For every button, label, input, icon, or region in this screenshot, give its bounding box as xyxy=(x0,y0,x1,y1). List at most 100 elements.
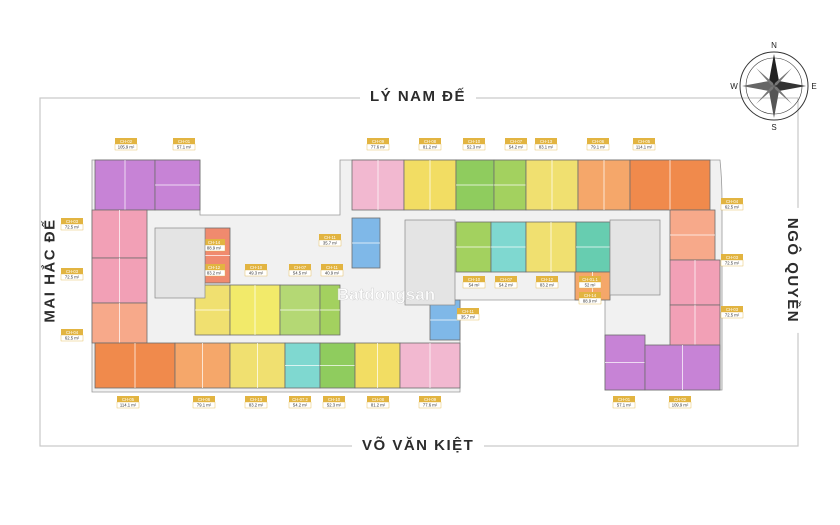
unit-area: 54.2 m² xyxy=(509,145,524,150)
apartment-unit[interactable] xyxy=(91,302,148,344)
apartment-unit[interactable] xyxy=(284,342,321,389)
apartment-unit[interactable] xyxy=(493,159,527,211)
unit-area: 62.5 m² xyxy=(65,336,80,341)
apartment-unit[interactable] xyxy=(94,342,176,389)
unit-code: CH-01 xyxy=(618,397,631,402)
unit-area: 109.9 m² xyxy=(672,403,689,408)
unit-code-badge xyxy=(495,276,517,282)
apartment-unit[interactable] xyxy=(669,209,716,261)
apartment-unit[interactable] xyxy=(174,342,231,389)
unit-code: CH-13 xyxy=(540,139,553,144)
apartment-unit[interactable] xyxy=(319,342,356,389)
apartment-unit[interactable] xyxy=(525,221,577,273)
compass-rose: N S E W xyxy=(730,41,816,132)
apartment-unit[interactable] xyxy=(399,342,461,389)
unit-code: CH-05 xyxy=(122,397,135,402)
unit-area: 52.3 m² xyxy=(327,403,342,408)
unit-code: CH-14 xyxy=(584,293,597,298)
unit-area-badge xyxy=(504,143,528,151)
apartment-unit[interactable] xyxy=(669,259,721,306)
unit-code-badge xyxy=(367,138,389,144)
apartment-unit[interactable] xyxy=(91,209,148,259)
apartment-unit[interactable] xyxy=(351,217,381,269)
unit-area: 81.2 m² xyxy=(371,403,386,408)
unit-code: CH-05 xyxy=(638,139,651,144)
units-layer xyxy=(91,159,721,391)
unit-area-badge xyxy=(612,401,636,409)
compass-w: W xyxy=(730,82,738,91)
unit-code-badge xyxy=(115,138,137,144)
apartment-unit[interactable] xyxy=(577,159,631,211)
core-middle xyxy=(404,219,456,306)
unit-code: CH-09 xyxy=(372,139,385,144)
unit-code-badge xyxy=(633,138,655,144)
unit-code-badge xyxy=(245,264,267,270)
apartment-unit[interactable] xyxy=(229,342,286,389)
apartment-unit[interactable] xyxy=(91,257,148,304)
unit-area: 35.7 m² xyxy=(461,315,476,320)
apartment-unit[interactable] xyxy=(429,299,461,341)
apartment-unit[interactable] xyxy=(575,221,611,273)
unit-code: CH-08 xyxy=(424,139,437,144)
unit-code: CH-13 xyxy=(250,397,263,402)
unit-code-badge xyxy=(463,138,485,144)
unit-area-badge xyxy=(668,401,692,409)
apartment-unit[interactable] xyxy=(629,159,711,211)
unit-label: CH-01.152 m² xyxy=(578,276,602,289)
apartment-unit[interactable] xyxy=(194,284,231,336)
apartment-unit[interactable] xyxy=(154,159,201,211)
unit-area: 77.6 m² xyxy=(371,145,386,150)
apartment-unit[interactable] xyxy=(669,304,721,351)
unit-area: 72.5 m² xyxy=(725,261,740,266)
unit-area: 105.9 m² xyxy=(118,145,135,150)
unit-code-badge xyxy=(587,138,609,144)
street-top: LÝ NAM ĐẾ xyxy=(360,88,476,105)
apartment-unit[interactable] xyxy=(354,342,401,389)
unit-code-badge xyxy=(61,218,83,224)
unit-code-badge xyxy=(319,234,341,240)
apartment-unit[interactable] xyxy=(94,159,156,211)
unit-label: CH-07.254.2 m² xyxy=(288,396,312,409)
apartment-unit[interactable] xyxy=(525,159,579,211)
unit-code-badge xyxy=(457,308,479,314)
unit-code-badge xyxy=(117,396,139,402)
unit-area-badge xyxy=(318,239,342,247)
unit-code-badge xyxy=(721,254,743,260)
unit-area-badge xyxy=(534,143,558,151)
unit-area: 77.6 m² xyxy=(423,403,438,408)
apartment-unit[interactable] xyxy=(455,159,495,211)
unit-area-badge xyxy=(720,203,744,211)
unit-area-badge xyxy=(60,334,84,342)
unit-code-badge xyxy=(173,138,195,144)
unit-code-badge xyxy=(613,396,635,402)
unit-code: CH-07.2 xyxy=(292,397,308,402)
unit-area-badge xyxy=(114,143,138,151)
unit-code-badge xyxy=(669,396,691,402)
apartment-unit[interactable] xyxy=(604,334,646,391)
apartment-unit[interactable] xyxy=(319,284,341,336)
apartment-unit[interactable] xyxy=(403,159,457,211)
apartment-unit[interactable] xyxy=(279,284,321,336)
apartment-unit[interactable] xyxy=(351,159,405,211)
unit-code-badge xyxy=(536,276,558,282)
unit-area-badge xyxy=(462,281,486,289)
unit-code-badge xyxy=(203,264,225,270)
unit-area: 81.2 m² xyxy=(423,145,438,150)
apartment-unit[interactable] xyxy=(644,344,721,391)
apartment-unit[interactable] xyxy=(490,221,527,273)
apartment-unit[interactable] xyxy=(229,284,281,336)
apartment-unit[interactable] xyxy=(455,221,492,273)
unit-code-badge xyxy=(721,198,743,204)
unit-area-badge xyxy=(456,313,480,321)
